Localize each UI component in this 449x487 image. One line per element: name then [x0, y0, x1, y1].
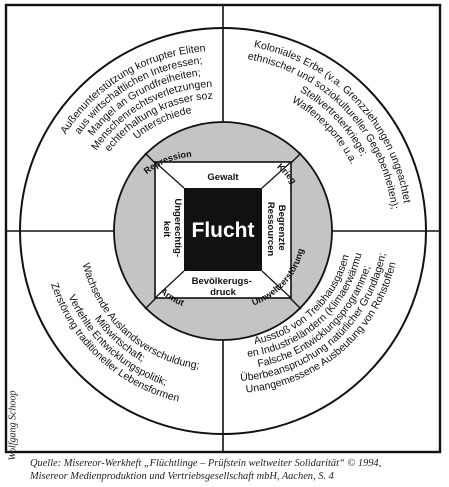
source-caption: Quelle: Misereor-Werkheft „Flüchtlinge –… [30, 457, 445, 483]
outer-circle [19, 27, 427, 435]
label-ungerechtigkeit: Ungerechtig- keit [161, 198, 183, 259]
source-line: Misereor Medienproduktion und Vertriebsg… [30, 471, 334, 482]
inner-box-diagonal [261, 161, 292, 189]
author-credit: Wolfgang Schoop [2, 391, 18, 461]
cause-diagram: Flucht Gewalt Bevölkerugs- druck Ungerec… [0, 0, 442, 454]
author-credit-text: Wolfgang Schoop [7, 390, 19, 461]
center-box [184, 188, 262, 271]
center-label: Flucht [192, 219, 255, 242]
label-begrenzte-ressourcen: Begrenzte Ressourcen [265, 202, 287, 257]
inner-box-diagonal [154, 270, 185, 299]
label-bevoelkerungsdruck: Bevölkerugs- druck [192, 276, 255, 298]
label-gewalt: Gewalt [207, 172, 239, 183]
inner-box-diagonal [261, 270, 292, 299]
inner-box-diagonal [154, 161, 185, 189]
source-line: Quelle: Misereor-Werkheft „Flüchtlinge –… [30, 458, 382, 469]
